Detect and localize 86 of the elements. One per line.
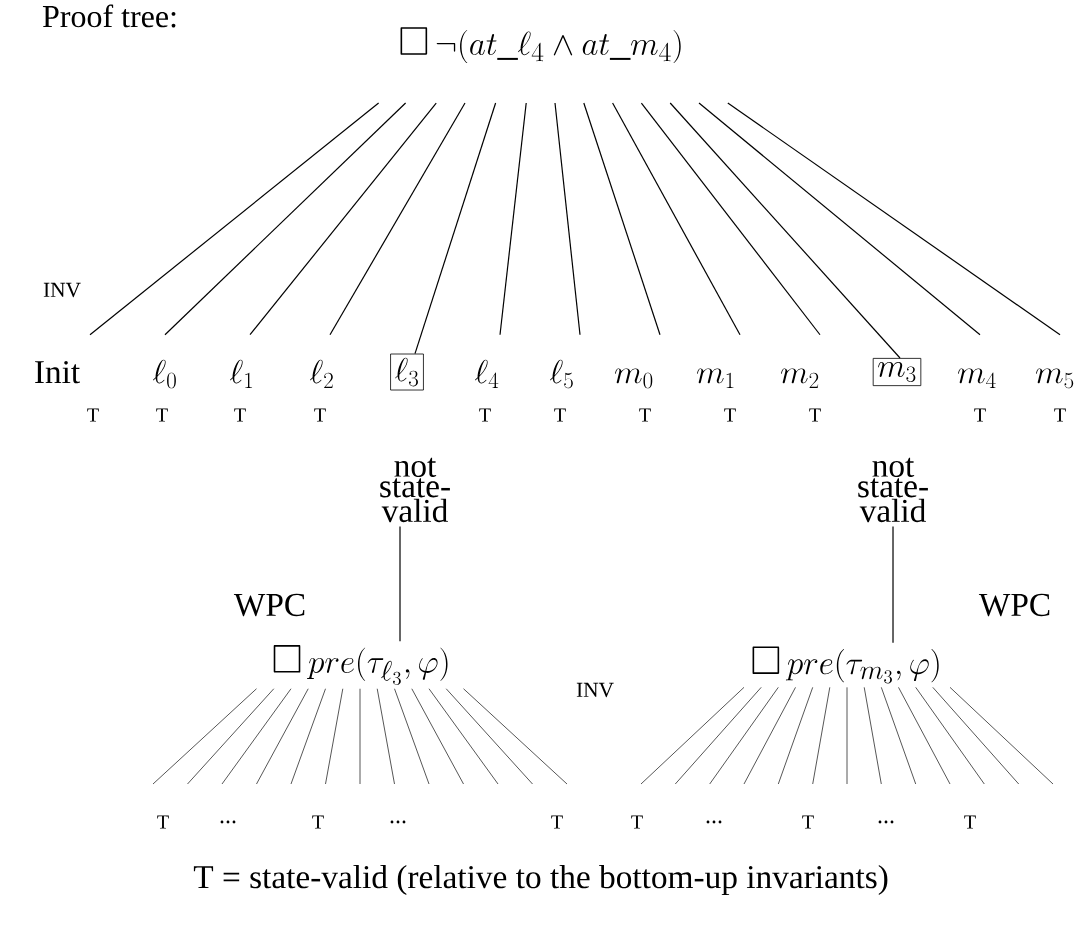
validity-mark: T: [724, 408, 736, 422]
validity-mark: T: [974, 408, 986, 422]
tree-line: [249, 102, 437, 336]
ellipsis: ...: [878, 820, 894, 824]
tree-line: [187, 688, 275, 785]
node-label: $m_4$: [958, 368, 996, 388]
node-label: $\mathrm{Init}$: [35, 360, 80, 384]
tree-line: [640, 102, 821, 336]
tree-line: [640, 687, 745, 785]
tree-line: [846, 687, 848, 785]
status-text: not state-valid: [858, 457, 928, 523]
validity-mark: T: [312, 815, 324, 829]
validity-mark: T: [631, 815, 643, 829]
tree-line: [709, 687, 779, 785]
ellipsis: ...: [390, 820, 406, 824]
tree-line: [152, 688, 257, 785]
rule-label: INV: [43, 282, 81, 298]
tree-line: [812, 687, 831, 785]
tree-line: [359, 688, 361, 785]
validity-mark: T: [479, 408, 491, 422]
node-label: $\ell_2$: [310, 359, 333, 388]
validity-mark: T: [234, 408, 246, 422]
validity-mark: T: [809, 408, 821, 422]
framed-node: $\ell_3$: [390, 353, 424, 391]
tree-line: [898, 687, 951, 785]
tree-line: [932, 687, 1020, 785]
node-label: $\ell_5$: [550, 359, 573, 389]
formula: $\Box\, pre(\tau_{m_3}, \varphi)$: [752, 646, 939, 684]
node-label: $m_2$: [781, 368, 819, 388]
tree-line: [221, 688, 292, 785]
tree-line: [376, 688, 395, 785]
ellipsis: ...: [220, 820, 236, 824]
tree-line: [394, 688, 430, 785]
tree-line: [743, 687, 796, 785]
validity-mark: T: [554, 408, 566, 422]
validity-mark: T: [802, 815, 814, 829]
tree-line: [256, 688, 309, 785]
tree-line: [290, 688, 326, 785]
tree-line: [411, 688, 464, 785]
node-label: $\ell_0$: [153, 359, 176, 389]
tree-line: [949, 687, 1054, 785]
tree-line: [698, 102, 981, 336]
tree-line: [880, 687, 917, 785]
status-text: not state-valid: [380, 457, 450, 523]
validity-mark: T: [314, 408, 326, 422]
tree-line: [414, 102, 497, 355]
node-label: $\ell_1$: [230, 359, 253, 388]
node-label: $m_0$: [615, 368, 653, 389]
tree-line: [445, 688, 533, 785]
node-label: $\ell_4$: [475, 359, 499, 388]
tree-line: [674, 687, 762, 785]
tree-line: [325, 688, 344, 785]
rule-label: WPC: [978, 593, 1050, 617]
tree-line: [463, 688, 568, 785]
validity-mark: T: [156, 408, 168, 422]
tree-line: [777, 687, 814, 785]
node-label: $m_1$: [697, 368, 734, 388]
tree-line: [669, 102, 901, 359]
node-label: $m_5$: [1036, 368, 1074, 389]
tree-line: [164, 102, 407, 336]
framed-node: $m_3$: [872, 358, 922, 387]
tree-line: [863, 687, 882, 785]
validity-mark: T: [1054, 408, 1066, 422]
rule-label: INV: [576, 682, 614, 698]
tree-line: [915, 687, 985, 785]
note: T = state-valid (relative to the bottom-up invariants): [193, 864, 888, 896]
tree-line: [428, 688, 499, 785]
tree-line: [727, 102, 1061, 336]
tree-line: [399, 525, 401, 642]
tree-line: [329, 102, 466, 336]
validity-mark: T: [964, 815, 976, 829]
tree-line: [892, 525, 894, 644]
tree-line: [499, 102, 527, 336]
tree-line: [612, 102, 741, 336]
rule-label: WPC: [233, 593, 305, 617]
tree-line: [583, 102, 661, 336]
validity-mark: T: [639, 408, 651, 422]
ellipsis: ...: [706, 820, 722, 824]
formula: $\Box\, pre(\tau_{\ell_3}, \varphi)$: [273, 645, 448, 685]
formula: $\Box\,\neg(at\_\ell_4 \wedge at\_m_4)$: [400, 27, 681, 63]
tree-line: [554, 102, 581, 336]
validity-mark: T: [157, 815, 169, 829]
validity-mark: T: [551, 815, 563, 829]
tree-line: [89, 102, 380, 336]
validity-mark: T: [87, 408, 99, 422]
heading: Proof tree:: [42, 4, 176, 28]
